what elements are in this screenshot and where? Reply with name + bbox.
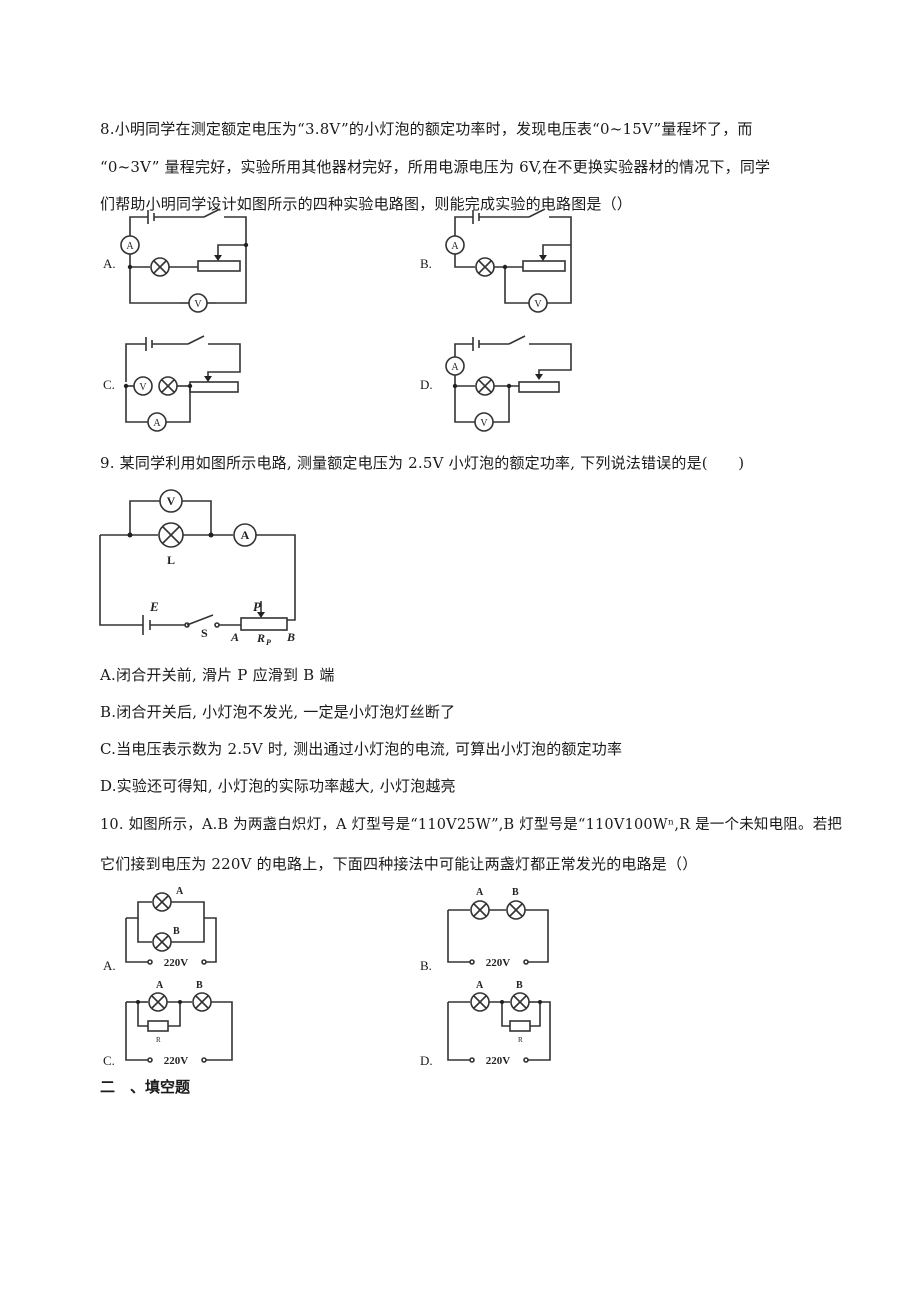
svg-text:V: V xyxy=(194,299,202,310)
svg-text:L: L xyxy=(167,553,175,567)
rheostat-icon xyxy=(518,381,560,393)
q8-circuit-a: A V xyxy=(120,208,249,313)
svg-text:P: P xyxy=(266,638,271,647)
section-title-fill-in: 二 、填空题 xyxy=(100,1078,191,1096)
svg-text:R: R xyxy=(256,631,265,645)
svg-text:A: A xyxy=(451,362,459,373)
svg-text:220V: 220V xyxy=(164,957,189,969)
svg-text:A: A xyxy=(176,886,184,897)
q10-circuit-c: 220V A B R xyxy=(125,980,233,1067)
q10-option-d-label: D. xyxy=(420,1053,433,1068)
svg-text:V: V xyxy=(534,299,542,310)
q8-circuit-d: A V xyxy=(445,335,572,432)
svg-text:A: A xyxy=(451,241,459,252)
q9-option-a: A.闭合开关前, 滑片 P 应滑到 B 端 xyxy=(100,666,335,684)
svg-text:V: V xyxy=(167,494,176,508)
q8-circuit-c: V A xyxy=(123,335,241,432)
svg-text:V: V xyxy=(139,382,147,393)
q10-stem-line1: 10. 如图所示，A.B 为两盏白炽灯，A 灯型号是“110V25W”,B 灯型… xyxy=(100,817,843,833)
svg-text:E: E xyxy=(149,599,159,614)
q9-stem: 9. 某同学利用如图所示电路, 测量额定电压为 2.5V 小灯泡的额定功率, 下… xyxy=(100,454,745,472)
voltmeter-icon xyxy=(528,293,548,313)
q9-circuit-diagram: V L A E S P A R P B xyxy=(99,489,296,647)
svg-text:V: V xyxy=(480,418,488,429)
resistor-icon xyxy=(147,1020,169,1032)
rheostat-icon xyxy=(522,260,566,272)
q8-stem-line2: “0~3V” 量程完好，实验所用其他器材完好，所用电源电压为 6V,在不更换实验… xyxy=(100,158,771,176)
q8-option-c-label: C. xyxy=(103,377,115,392)
rheostat-icon xyxy=(189,381,239,393)
svg-text:A: A xyxy=(241,528,250,542)
svg-text:220V: 220V xyxy=(486,1055,511,1067)
svg-text:A: A xyxy=(230,630,239,644)
svg-text:B: B xyxy=(196,980,203,991)
svg-text:S: S xyxy=(201,626,208,640)
q8-stem-line1: 8.小明同学在测定额定电压为“3.8V”的小灯泡的额定功率时，发现电压表“0~1… xyxy=(100,120,753,138)
svg-text:P: P xyxy=(253,599,262,614)
svg-text:A: A xyxy=(153,418,161,429)
q8-circuit-b: A V xyxy=(445,208,572,313)
q10-circuit-d: 220V A B R xyxy=(447,980,551,1067)
svg-text:R: R xyxy=(156,1036,161,1044)
svg-text:B: B xyxy=(516,980,523,991)
svg-text:B: B xyxy=(173,926,180,937)
q8-option-a-label: A. xyxy=(103,256,116,271)
q8-option-b-label: B. xyxy=(420,256,432,271)
svg-text:B: B xyxy=(512,887,519,898)
q8-option-d-label: D. xyxy=(420,377,433,392)
q9-option-d: D.实验还可得知, 小灯泡的实际功率越大, 小灯泡越亮 xyxy=(100,777,456,795)
q10-option-b-label: B. xyxy=(420,958,432,973)
resistor-icon xyxy=(509,1020,531,1032)
q9-option-b: B.闭合开关后, 小灯泡不发光, 一定是小灯泡灯丝断了 xyxy=(100,703,456,721)
q8-stem-line3: 们帮助小明同学设计如图所示的四种实验电路图，则能完成实验的电路图是（） xyxy=(100,195,633,213)
svg-text:B: B xyxy=(286,630,295,644)
svg-text:R: R xyxy=(518,1036,523,1044)
q10-circuit-a: 220V A B xyxy=(125,886,217,969)
q9-option-c: C.当电压表示数为 2.5V 时, 测出通过小灯泡的电流, 可算出小灯泡的额定功… xyxy=(100,740,623,758)
q10-stem-line2: 它们接到电压为 220V 的电路上，下面四种接法中可能让两盏灯都正常发光的电路是… xyxy=(100,855,698,873)
voltmeter-icon xyxy=(133,376,153,396)
q10-circuit-b: 220V A B xyxy=(447,887,549,969)
svg-text:220V: 220V xyxy=(164,1055,189,1067)
rheostat-icon xyxy=(240,617,288,631)
q10-option-c-label: C. xyxy=(103,1053,115,1068)
svg-text:A: A xyxy=(156,980,164,991)
rheostat-icon xyxy=(197,260,241,272)
svg-text:220V: 220V xyxy=(486,957,511,969)
svg-text:A: A xyxy=(126,241,134,252)
svg-text:A: A xyxy=(476,980,484,991)
svg-text:A: A xyxy=(476,887,484,898)
q10-option-a-label: A. xyxy=(103,958,116,973)
